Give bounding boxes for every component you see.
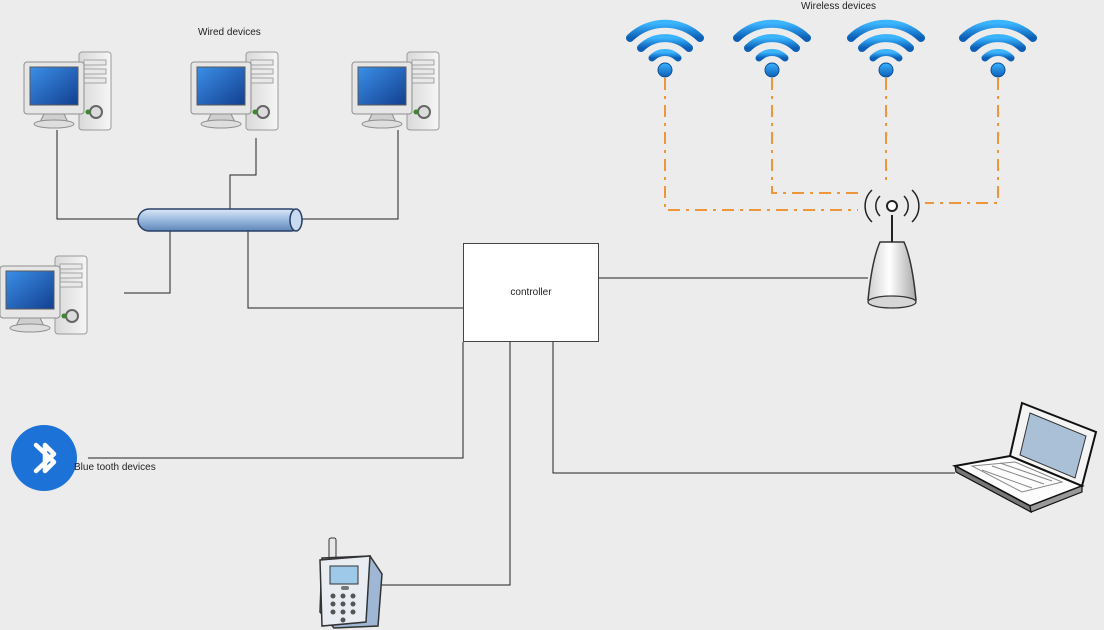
network-bus-icon: [137, 208, 303, 232]
controller-box: controller: [463, 243, 599, 342]
desktop-computer-icon: [190, 51, 279, 131]
wireless-link-2: [771, 78, 862, 194]
wireless-link-1: [664, 78, 858, 211]
desktop-computer-icon: [23, 51, 112, 131]
wireless-devices-label: Wireless devices: [801, 1, 877, 12]
wireless-links: [664, 78, 999, 211]
mobile-phone-icon: [319, 537, 383, 629]
wire-controller-phone: [380, 342, 511, 586]
wifi-signal-icon: [851, 24, 921, 77]
wire-controller-laptop: [552, 342, 955, 474]
wire-pc3: [302, 130, 399, 220]
wifi-signal-icon: [630, 24, 700, 77]
wireless-access-point-icon: [864, 189, 920, 309]
wifi-signal-icon: [737, 24, 807, 77]
desktop-computer-icon: [0, 255, 88, 335]
wired-links: [56, 130, 955, 586]
wireless-link-4: [925, 78, 999, 204]
wifi-signal-icon: [963, 24, 1033, 77]
wire-pc2: [229, 138, 257, 210]
desktop-computer-icon: [351, 51, 440, 131]
wire-pc1: [56, 130, 138, 220]
wired-devices-label: Wired devices: [198, 27, 261, 38]
wire-controller-bt: [88, 342, 464, 459]
bluetooth-devices-label: Blue tooth devices: [74, 462, 156, 473]
laptop-icon: [951, 401, 1098, 514]
wire-bus-controller: [247, 230, 463, 309]
bluetooth-icon: [11, 425, 77, 491]
controller-label: controller: [510, 287, 552, 298]
wire-pc4: [124, 230, 171, 294]
